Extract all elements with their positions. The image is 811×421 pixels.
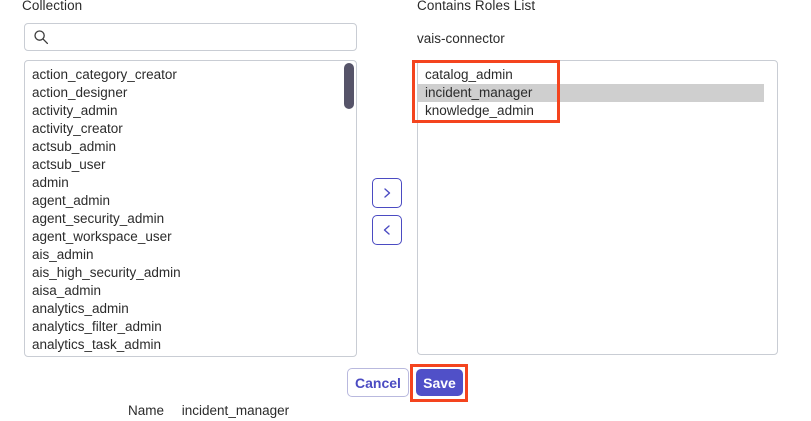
list-item-selected[interactable]: incident_manager (418, 84, 764, 102)
move-right-button[interactable] (372, 178, 402, 208)
list-item[interactable]: action_designer (32, 85, 128, 100)
collection-label: Collection (22, 0, 83, 13)
list-item[interactable]: activity_creator (32, 121, 123, 136)
list-item[interactable]: knowledge_admin (425, 103, 534, 118)
list-item[interactable]: activity_admin (32, 103, 118, 118)
list-item[interactable]: analytics_filter_admin (32, 319, 162, 334)
search-field[interactable] (24, 23, 357, 51)
collection-name-value: vais-connector (417, 31, 505, 46)
list-item[interactable]: analytics_task_admin (32, 337, 162, 352)
list-item[interactable]: actsub_admin (32, 139, 117, 154)
list-item[interactable]: catalog_admin (425, 67, 513, 82)
name-value: incident_manager (181, 403, 290, 418)
name-row: Name incident_manager (128, 403, 289, 418)
move-left-button[interactable] (372, 215, 402, 245)
list-item[interactable]: actsub_user (32, 157, 106, 172)
save-button[interactable]: Save (416, 369, 463, 396)
search-input[interactable] (49, 24, 356, 50)
contains-roles-list-label: Contains Roles List (417, 0, 536, 13)
collection-scrollbar-track[interactable] (344, 63, 354, 354)
list-item[interactable]: action_category_creator (32, 67, 177, 82)
cancel-button[interactable]: Cancel (347, 368, 409, 397)
chevron-left-icon (381, 224, 393, 236)
list-item[interactable]: ais_admin (32, 247, 94, 262)
search-icon (33, 29, 49, 45)
list-item[interactable]: admin (32, 175, 69, 190)
list-item[interactable]: agent_admin (32, 193, 111, 208)
list-item[interactable]: agent_security_admin (32, 211, 165, 226)
collection-scrollbar-thumb[interactable] (344, 63, 354, 109)
list-item[interactable]: agent_workspace_user (32, 229, 172, 244)
list-item[interactable]: aisa_admin (32, 283, 102, 298)
list-item[interactable]: analytics_admin (32, 301, 129, 316)
chevron-right-icon (381, 187, 393, 199)
list-item[interactable]: ais_high_security_admin (32, 265, 181, 280)
name-label: Name (128, 403, 165, 418)
